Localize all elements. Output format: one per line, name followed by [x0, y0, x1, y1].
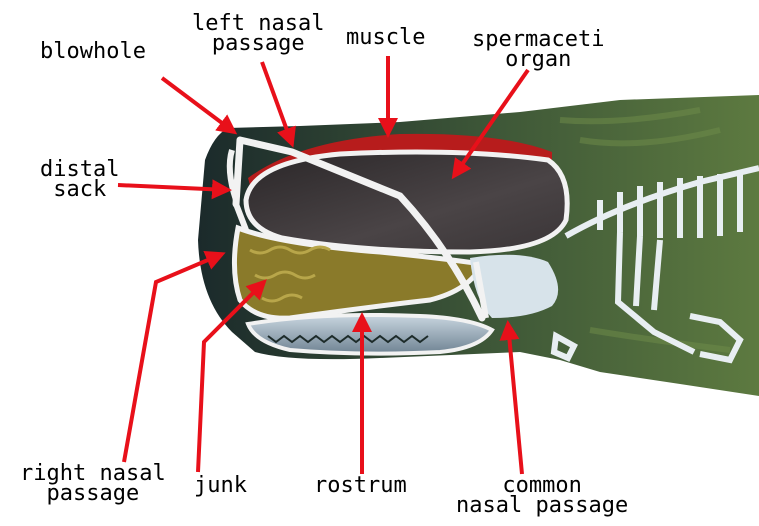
label-muscle: muscle	[346, 28, 425, 48]
label-junk: junk	[194, 476, 247, 496]
label-left-nasal-passage: left nasal passage	[192, 14, 324, 54]
label-spermaceti-organ: spermaceti organ	[472, 30, 604, 70]
label-distal-sack: distal sack	[40, 160, 119, 200]
arrow-blowhole	[162, 78, 234, 132]
label-common-nasal-passage: common nasal passage	[456, 476, 628, 516]
rostrum	[248, 315, 492, 354]
label-right-nasal-passage: right nasal passage	[20, 464, 166, 504]
label-rostrum: rostrum	[314, 476, 407, 496]
label-blowhole: blowhole	[40, 42, 146, 62]
